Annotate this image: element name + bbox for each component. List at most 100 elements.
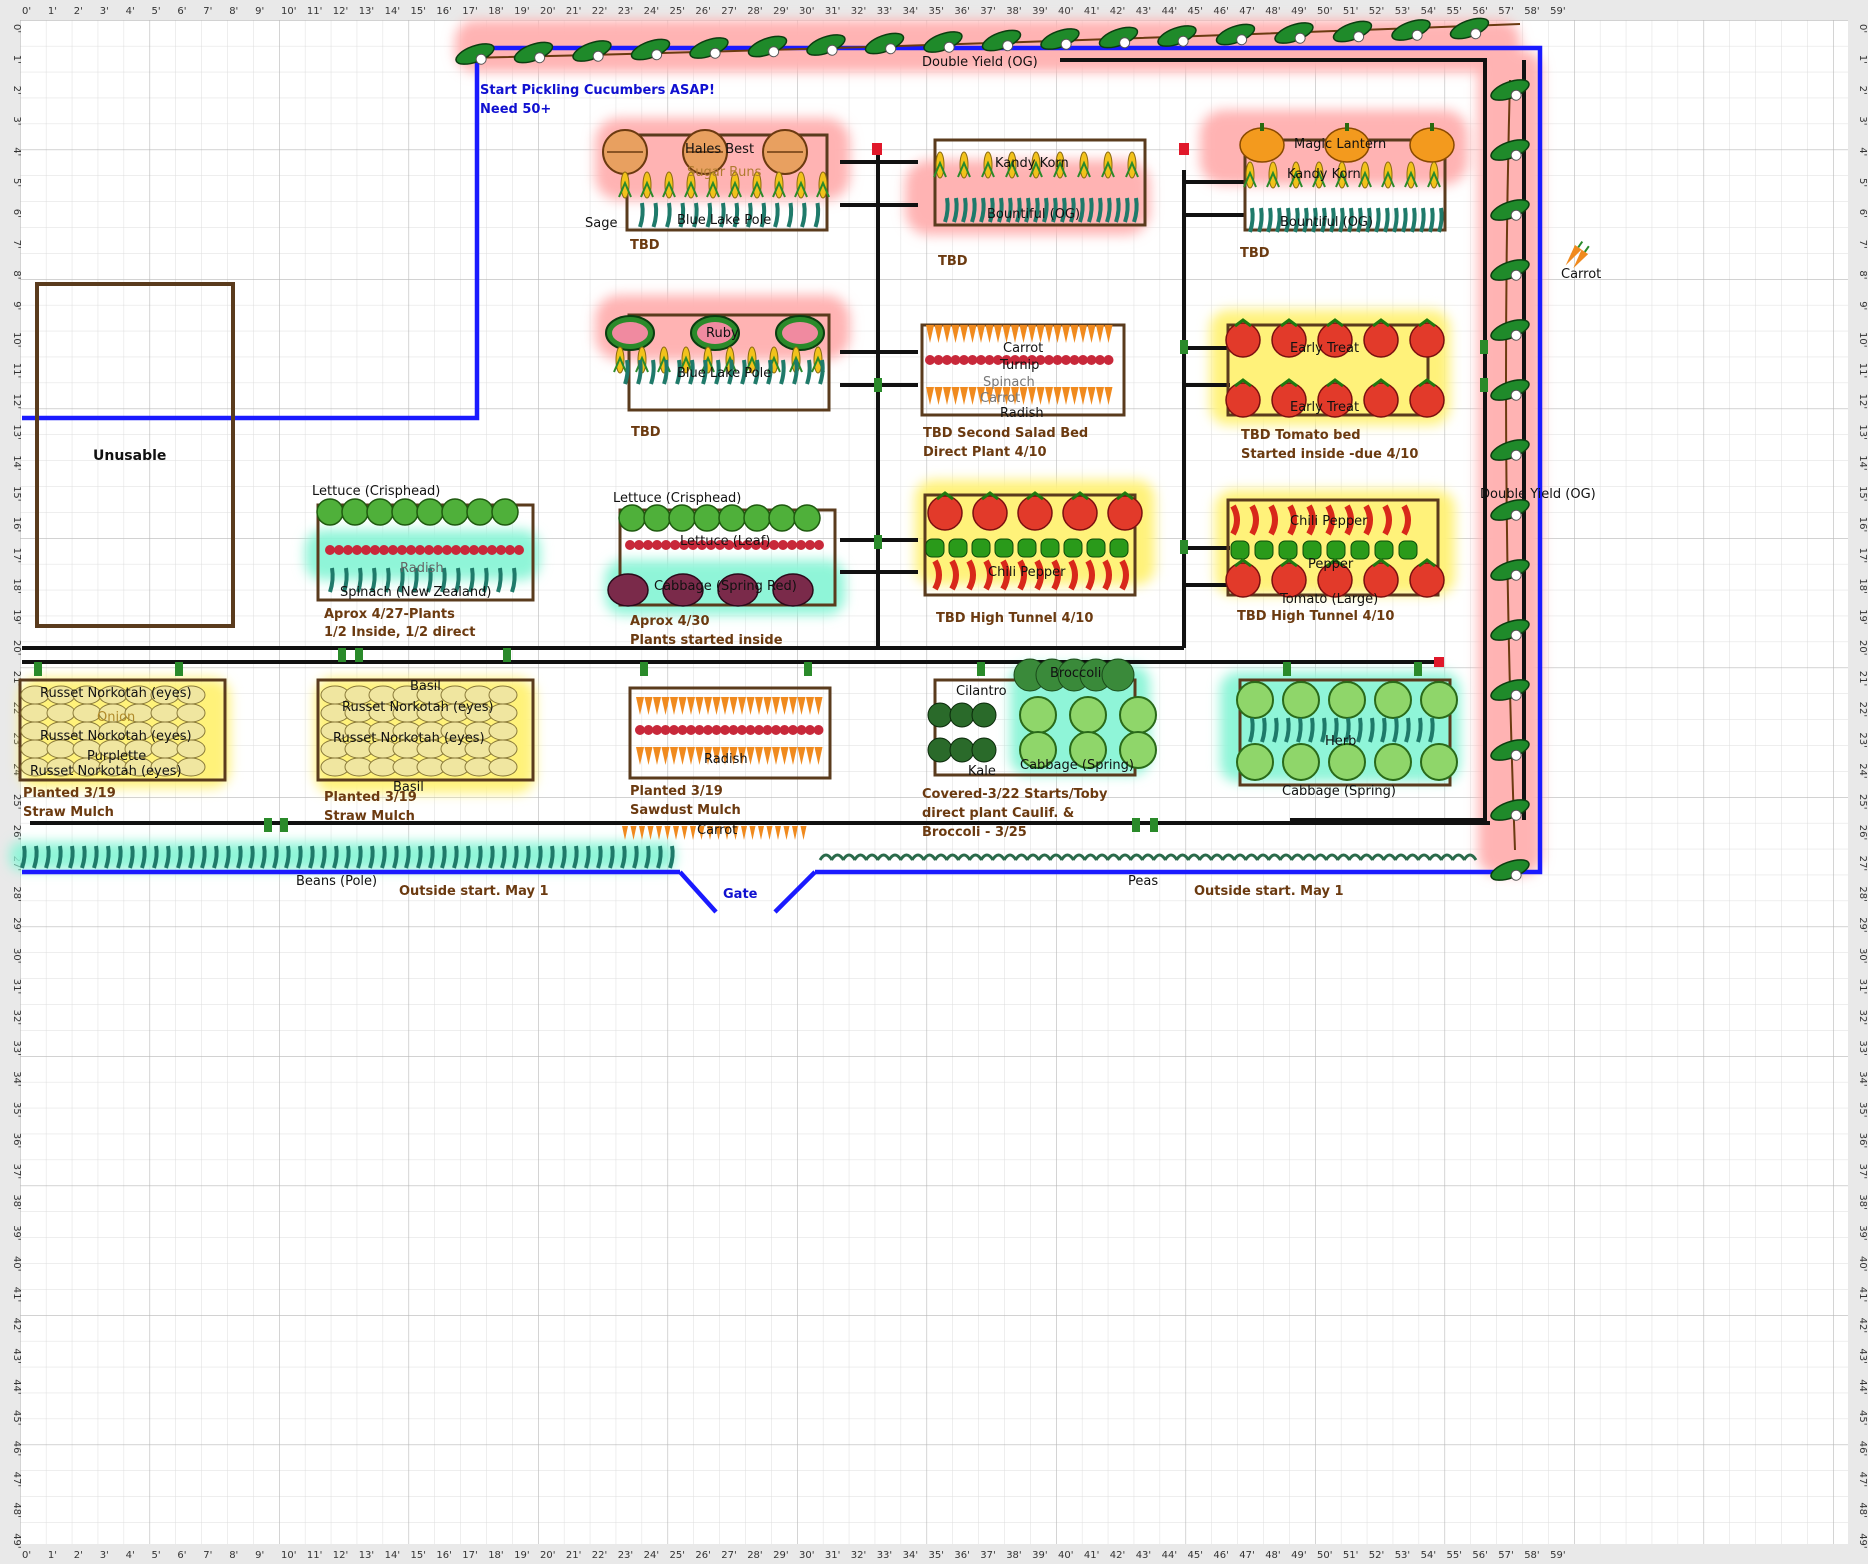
pepper-icon xyxy=(1344,504,1354,536)
bean-icon xyxy=(649,359,656,385)
carrot-icon xyxy=(664,826,671,840)
carrot-icon xyxy=(681,826,688,840)
ruler-tick: 38' xyxy=(1857,1194,1868,1209)
bed-ruby[interactable]: Ruby Blue Lake Pole TBD xyxy=(631,326,771,440)
ruler-tick: 20' xyxy=(1857,640,1868,655)
carrot-icon xyxy=(746,747,755,765)
cabbage-icon xyxy=(1069,696,1107,734)
bed-lettuce-middle[interactable]: Lettuce (Crisphead) Lettuce (Leaf) Cabba… xyxy=(613,491,797,648)
bed-brassica[interactable]: Cilantro Broccoli Kale Cabbage (Spring) … xyxy=(922,666,1134,840)
plant-label: Tomato (Large) xyxy=(1279,592,1378,607)
cabbage-icon xyxy=(1119,731,1157,769)
carrot-icon xyxy=(994,325,1002,343)
plant-label: Basil xyxy=(393,780,424,795)
ruler-tick: 41' xyxy=(1857,1287,1868,1302)
plant-label: Blue Lake Pole xyxy=(677,366,771,381)
cucumber-icon xyxy=(923,31,963,53)
green-pepper-icon xyxy=(948,538,968,558)
bean-icon xyxy=(1356,717,1363,743)
bean-icon xyxy=(638,202,645,228)
ruler-tick: 37' xyxy=(980,1550,995,1561)
bean-icon xyxy=(1302,207,1309,233)
valve-2[interactable] xyxy=(1179,143,1189,155)
corn-icon xyxy=(1404,161,1418,189)
bed-note: TBD High Tunnel 4/10 xyxy=(936,611,1093,626)
ruler-tick: 54' xyxy=(1421,6,1436,17)
pole-bean-icon xyxy=(332,845,339,869)
radish-icon xyxy=(787,540,797,550)
ruler-tick: 6' xyxy=(177,1550,186,1561)
bean-icon xyxy=(1078,197,1085,223)
ruler-tick: 7' xyxy=(203,6,212,17)
ruler-x-labels: 0'0'1'1'2'2'3'3'4'4'5'5'6'6'7'7'8'8'9'9'… xyxy=(22,6,1566,1561)
radish-icon xyxy=(424,545,434,555)
ruler-tick: 10' xyxy=(1857,332,1868,347)
carrot-icon xyxy=(994,387,1002,405)
carrot-icon[interactable] xyxy=(1562,239,1592,272)
bed-cabbage-right[interactable]: Herb Cabbage (Spring) xyxy=(1282,734,1396,799)
plant-label: Blue Lake Pole xyxy=(677,213,771,228)
ruler-tick: 36' xyxy=(954,6,969,17)
ruler-tick: 54' xyxy=(1421,1550,1436,1561)
ruler-tick: 41' xyxy=(1084,1550,1099,1561)
kale-icon xyxy=(927,702,953,728)
radish-icon xyxy=(415,545,425,555)
plant-label: Spinach xyxy=(983,375,1035,390)
bed-high-tunnel-2[interactable]: Chili Pepper Pepper Tomato (Large) TBD H… xyxy=(1237,514,1394,624)
ruler-tick: 42' xyxy=(1857,1318,1868,1333)
bean-icon xyxy=(1332,717,1339,743)
ruler-tick: 0' xyxy=(1857,24,1868,33)
valve-1[interactable] xyxy=(872,143,882,155)
radish-icon xyxy=(715,540,725,550)
carrot-icon xyxy=(653,697,661,715)
corn-icon xyxy=(772,171,786,199)
potato-icon xyxy=(488,721,518,741)
bed-root-veg[interactable]: Radish Carrot Planted 3/19 Sawdust Mulch xyxy=(630,752,748,838)
corn-icon xyxy=(1289,161,1303,189)
ruler-tick: 36' xyxy=(1857,1133,1868,1148)
unusable-area[interactable] xyxy=(35,282,235,628)
bean-icon xyxy=(701,359,708,385)
ruler-tick: 31' xyxy=(1857,979,1868,994)
bed-lettuce-left[interactable]: Lettuce (Crisphead) Radish Spinach (New … xyxy=(312,484,491,640)
bed-high-tunnel-1[interactable]: Chili Pepper TBD High Tunnel 4/10 xyxy=(936,565,1093,626)
valve-3[interactable] xyxy=(1434,657,1444,667)
bean-icon xyxy=(746,202,753,228)
bean-icon xyxy=(1329,207,1336,233)
green-pepper-icon xyxy=(1109,538,1129,558)
bean-icon xyxy=(1033,197,1040,223)
ruler-tick: 30' xyxy=(799,6,814,17)
bed-kandy-korn[interactable]: Kandy Korn Bountiful (OG) TBD xyxy=(938,156,1080,269)
plant-label: Cabbage (Spring Red) xyxy=(654,579,797,594)
bed-potato-middle[interactable]: Basil Russet Norkotah (eyes) Russet Nork… xyxy=(324,679,494,824)
pumpkin-icon xyxy=(1324,123,1370,163)
bed-tomato[interactable]: Early Treat Early Treat TBD Tomato bed S… xyxy=(1241,341,1418,462)
bean-icon xyxy=(1428,207,1435,233)
ruler-tick: 0' xyxy=(11,24,22,33)
ruler-tick: 47' xyxy=(1239,6,1254,17)
bed-potato-left[interactable]: Russet Norkotah (eyes) Onion Russet Nork… xyxy=(23,686,192,820)
carrot-icon xyxy=(1053,387,1062,405)
bed-note: Sawdust Mulch xyxy=(630,803,741,818)
pole-bean-icon xyxy=(476,845,483,869)
ruler-tick: 6' xyxy=(1857,209,1868,218)
carrot-icon xyxy=(1028,325,1036,343)
ruler-tick: 33' xyxy=(1857,1040,1868,1055)
carrot-icon xyxy=(1062,387,1070,405)
potato-icon xyxy=(46,703,76,723)
bed-note: Straw Mulch xyxy=(324,809,415,824)
carrot-icon xyxy=(1070,325,1079,343)
radish-icon xyxy=(737,725,747,735)
bean-icon xyxy=(988,197,995,223)
plant-label: Russet Norkotah (eyes) xyxy=(342,700,494,715)
radish-icon xyxy=(751,540,761,550)
carrot-icon xyxy=(644,697,653,715)
ruler-tick: 40' xyxy=(1058,1550,1073,1561)
pepper-icon xyxy=(1051,559,1061,591)
pole-bean-icon xyxy=(176,845,183,869)
bed-magic-lantern[interactable]: Magic Lantern Kandy Korn Bountiful (OG) … xyxy=(1240,137,1386,261)
bed-hales-best[interactable]: Hales Best Sugar Buns Blue Lake Pole Sag… xyxy=(585,142,771,253)
radish-icon xyxy=(728,725,739,735)
bed-salad[interactable]: Carrot Turnip Spinach Carrot Radish TBD … xyxy=(923,341,1088,460)
